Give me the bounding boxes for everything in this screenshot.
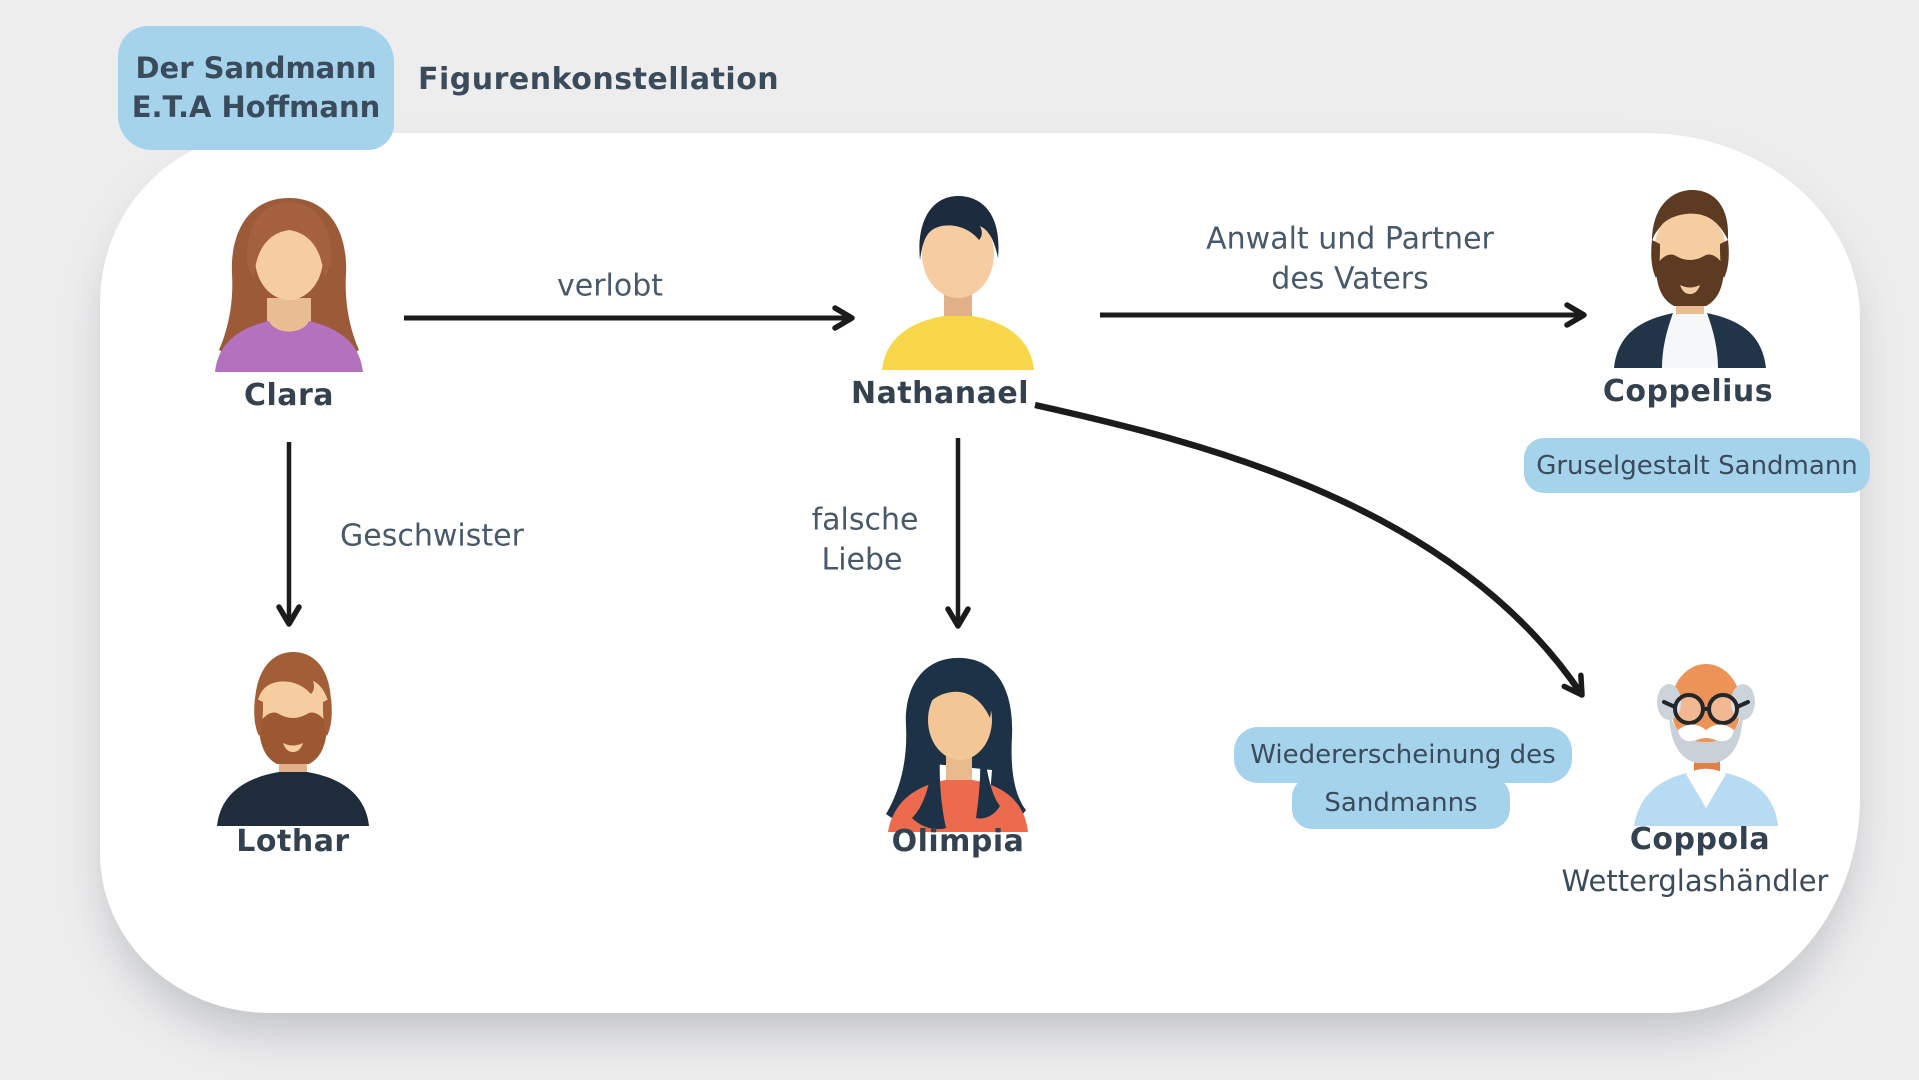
coppelius-name-label: Coppelius: [1602, 374, 1774, 409]
lothar-name-label: Lothar: [236, 824, 350, 859]
coppola-badge-line2: Sandmanns: [1292, 777, 1510, 829]
coppola-name-label: Coppola: [1629, 822, 1771, 857]
book-author: E.T.A Hoffmann: [131, 90, 381, 124]
relation-label-falsche: falsche: [811, 502, 919, 538]
lothar-avatar-icon: [203, 640, 383, 826]
relation-label-anwalt-line2: des Vaters: [1271, 261, 1429, 297]
clara-avatar-icon: [199, 186, 379, 372]
relation-label-verlobt: verlobt: [556, 268, 664, 304]
title-card: Der Sandmann E.T.A Hoffmann: [118, 26, 394, 150]
nathanael-name-label: Nathanael: [850, 376, 1030, 411]
clara-name-label: Clara: [243, 378, 335, 413]
coppola-badge-line1: Wiedererscheinung des: [1234, 727, 1572, 783]
olimpia-name-label: Olimpia: [891, 824, 1025, 859]
coppelius-badge: Gruselgestalt Sandmann: [1524, 438, 1870, 493]
book-title: Der Sandmann: [135, 50, 377, 85]
coppelius-avatar-icon: [1600, 182, 1780, 368]
relation-label-geschwister: Geschwister: [340, 518, 524, 554]
coppola-avatar-icon: [1616, 640, 1796, 826]
coppola-badge: Wiedererscheinung des Sandmanns: [1234, 727, 1572, 833]
page-title: Figurenkonstellation: [418, 62, 780, 97]
nathanael-avatar-icon: [868, 184, 1048, 370]
coppola-role-label: Wetterglashändler: [1561, 864, 1829, 898]
olimpia-avatar-icon: [868, 646, 1048, 832]
relation-label-liebe: Liebe: [821, 542, 903, 578]
relation-label-anwalt-line1: Anwalt und Partner: [1206, 221, 1494, 257]
